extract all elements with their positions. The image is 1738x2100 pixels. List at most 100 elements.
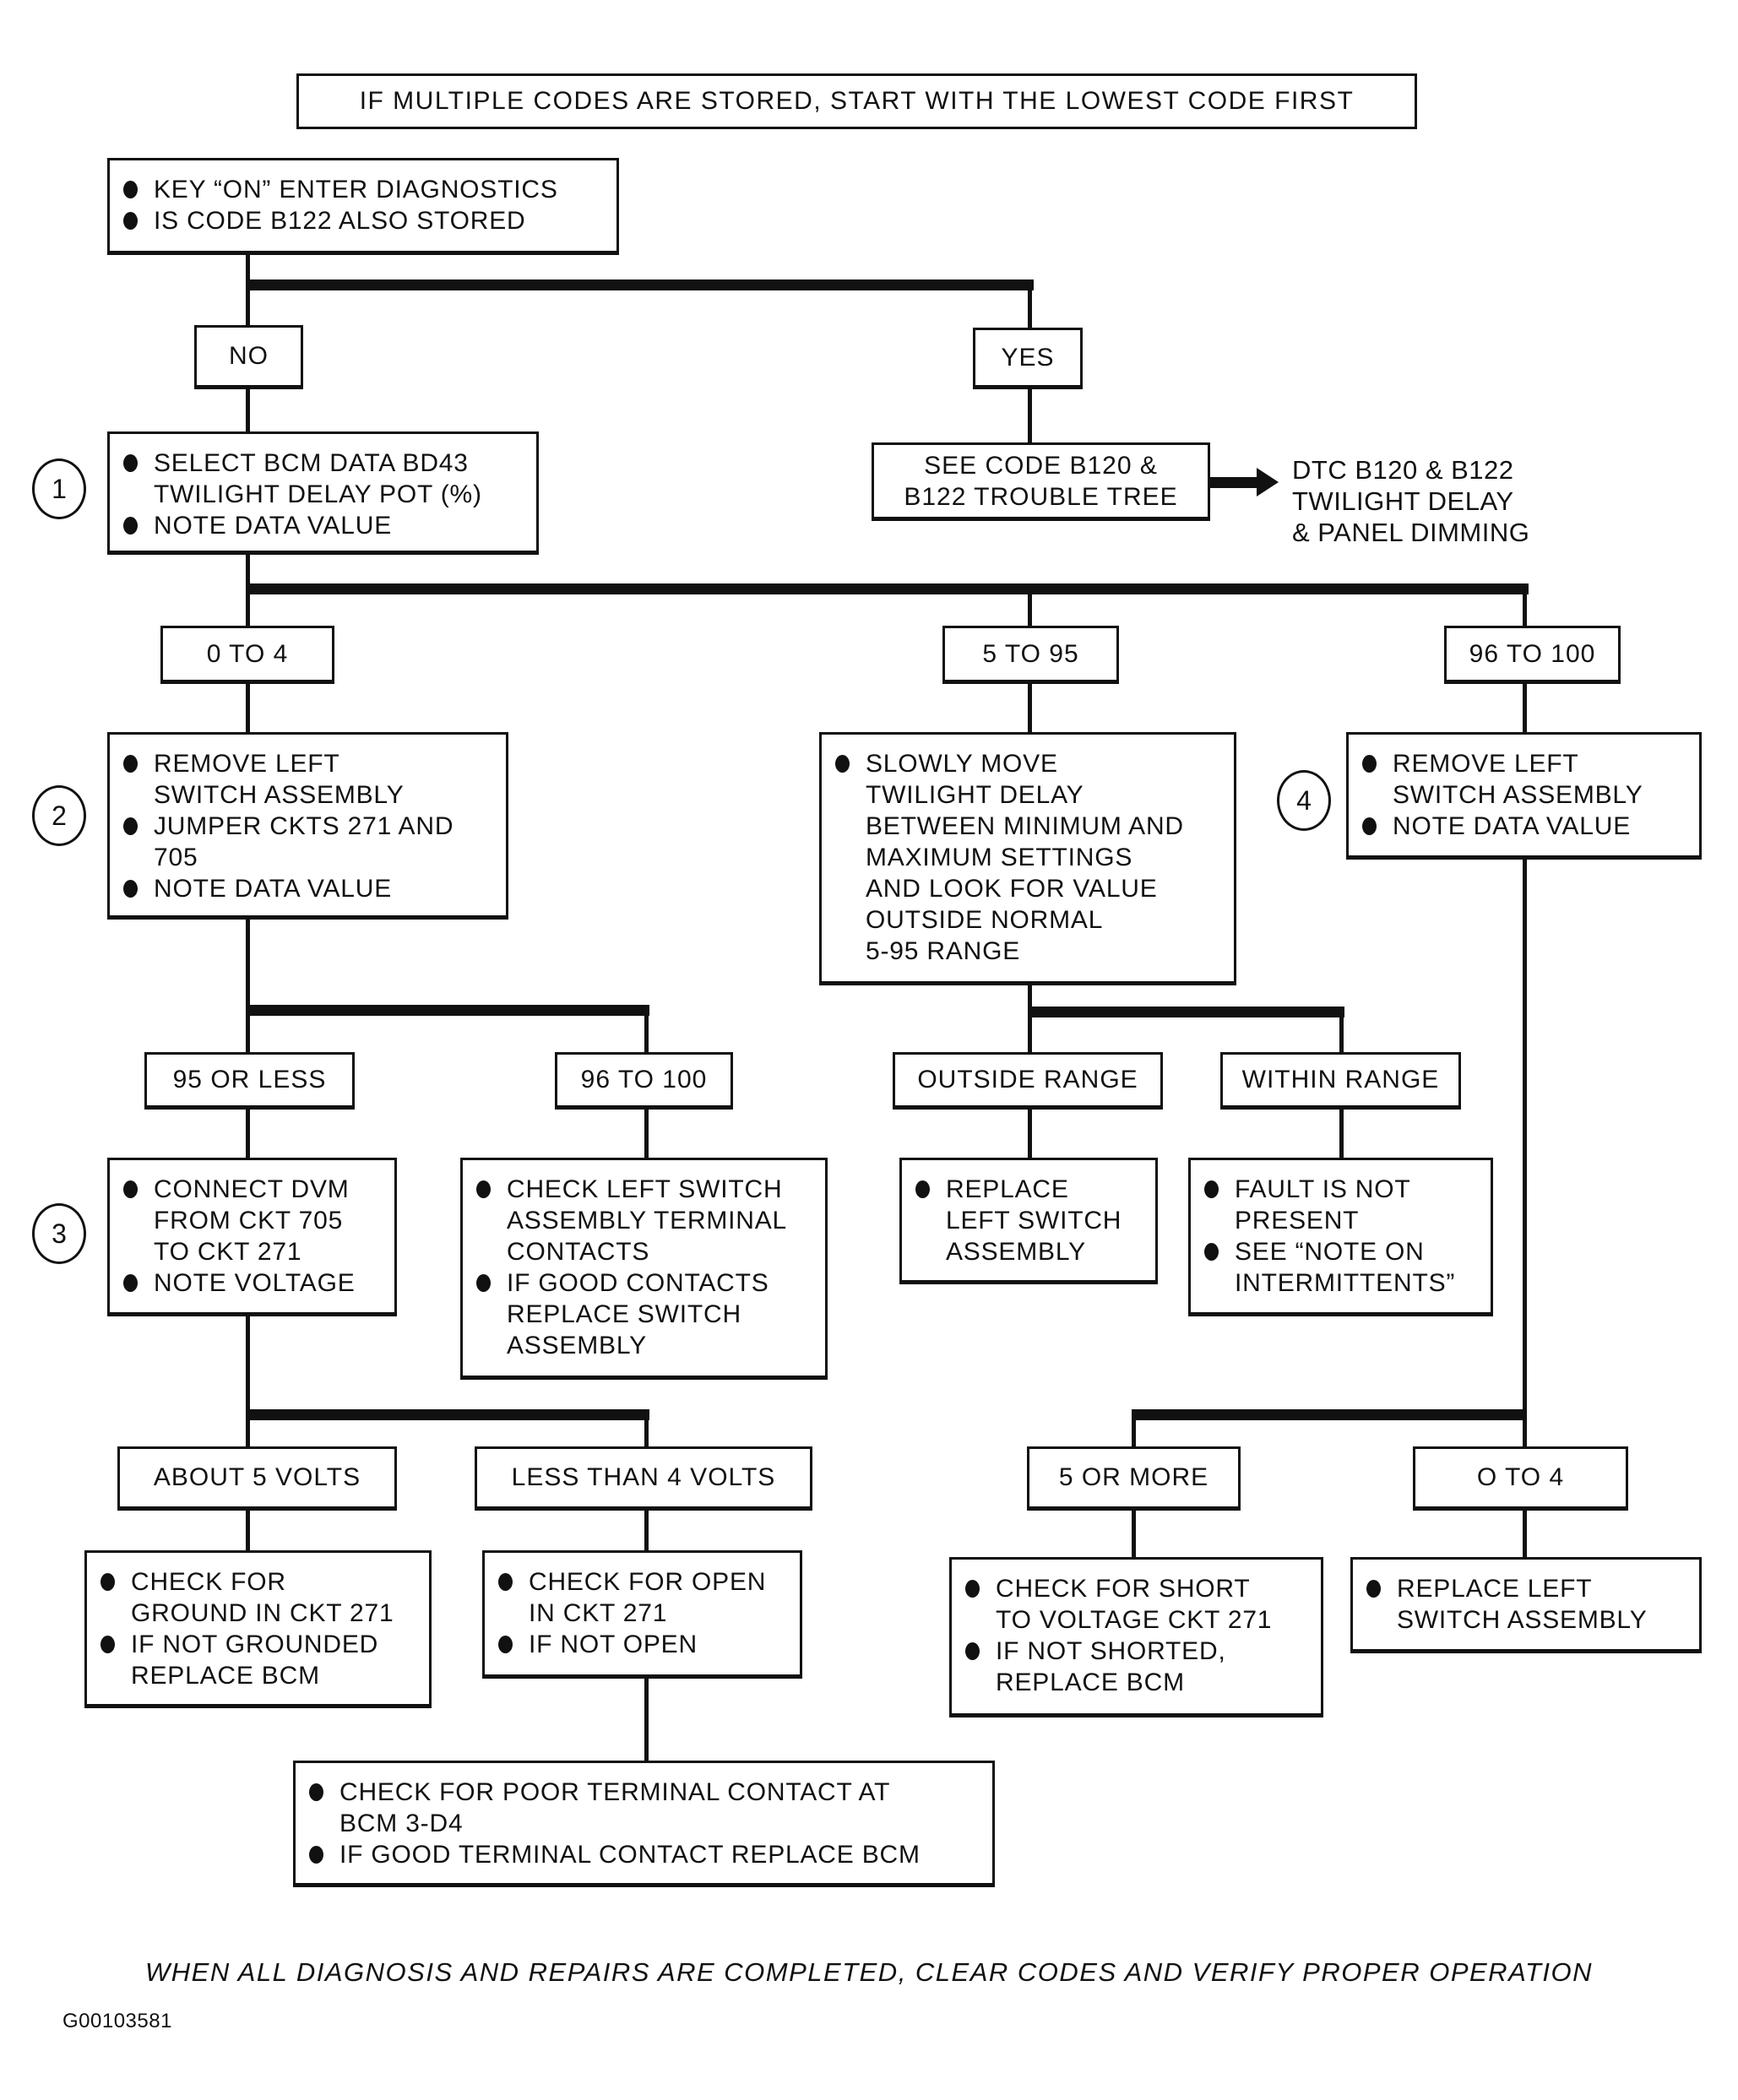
value-5-or-more: 5 OR MORE [1027,1446,1241,1511]
decision-no-label: NO [229,342,269,370]
step-item: IF NOT SHORTED, REPLACE BCM [964,1636,1311,1698]
bullet-icon [1204,1243,1219,1261]
bullet-icon [123,817,138,835]
value-0-to-4: O TO 4 [1413,1446,1628,1511]
result-95-or-less: 95 OR LESS [144,1052,355,1110]
bullet-icon [498,1636,513,1653]
bullet-icon [100,1573,115,1591]
range-label: 96 TO 100 [1469,639,1596,668]
bullet-icon [123,1180,138,1198]
result-label: 95 OR LESS [172,1066,327,1093]
header-note: IF MULTIPLE CODES ARE STORED, START WITH… [296,73,1417,129]
replace-left-switch-box: REPLACE LEFT SWITCH ASSEMBLY [899,1158,1158,1284]
connector [246,583,1529,594]
see-code-box: SEE CODE B120 & B122 TROUBLE TREE [872,442,1210,521]
header-text: IF MULTIPLE CODES ARE STORED, START WITH… [359,87,1355,115]
range-5-95: 5 TO 95 [942,626,1119,684]
figure-code: G00103581 [62,2010,172,2032]
decision-no: NO [194,325,303,389]
step-text: IF GOOD CONTACTS REPLACE SWITCH ASSEMBLY [507,1269,769,1359]
arrow-right-icon [1257,468,1279,497]
see-code-text: SEE CODE B120 & B122 TROUBLE TREE [904,451,1178,511]
step-number-text: 4 [1296,784,1312,816]
result-label: OUTSIDE RANGE [917,1066,1138,1093]
step-item: CHECK FOR GROUND IN CKT 271 [99,1566,419,1629]
bullet-icon [1362,755,1377,773]
range-96-100: 96 TO 100 [1444,626,1621,684]
step-text: CHECK FOR OPEN IN CKT 271 [529,1568,767,1627]
step-item: SLOWLY MOVE TWILIGHT DELAY BETWEEN MINIM… [834,748,1224,967]
step-text: CHECK FOR POOR TERMINAL CONTACT AT BCM 3… [339,1778,891,1837]
step-text: IF NOT GROUNDED REPLACE BCM [131,1631,379,1690]
bullet-icon [309,1783,323,1801]
step2-box: REMOVE LEFT SWITCH ASSEMBLY JUMPER CKTS … [107,732,508,920]
step-text: CONNECT DVM FROM CKT 705 TO CKT 271 [154,1175,350,1266]
step-number-text: 1 [52,473,67,504]
result-label: 96 TO 100 [580,1066,708,1093]
result-96-100: 96 TO 100 [555,1052,733,1110]
step-text: NOTE DATA VALUE [154,512,393,540]
range-label: 5 TO 95 [982,639,1079,668]
step-item: REMOVE LEFT SWITCH ASSEMBLY [122,748,496,811]
voltage-label: LESS THAN 4 VOLTS [511,1463,776,1491]
range-label: 0 TO 4 [206,639,289,668]
connector [1028,388,1032,445]
step-item: KEY “ON” ENTER DIAGNOSTICS [122,174,606,205]
poor-terminal-box: CHECK FOR POOR TERMINAL CONTACT AT BCM 3… [293,1761,995,1887]
step-text: IF NOT OPEN [529,1631,698,1658]
step-item: IF GOOD TERMINAL CONTACT REPLACE BCM [307,1839,982,1870]
result-within-range: WITHIN RANGE [1220,1052,1461,1110]
bullet-icon [915,1180,930,1198]
bullet-icon [476,1180,491,1198]
connector [246,1315,250,1449]
bullet-icon [123,212,138,230]
result-outside-range: OUTSIDE RANGE [893,1052,1163,1110]
decision-yes-label: YES [1001,343,1055,372]
voltage-label: ABOUT 5 VOLTS [153,1463,361,1491]
connector [246,918,250,1055]
connector [246,279,1034,290]
connector [246,388,250,434]
step-item: NOTE VOLTAGE [122,1267,384,1299]
connector [246,253,250,329]
connector [246,1509,250,1553]
step-item: CONNECT DVM FROM CKT 705 TO CKT 271 [122,1174,384,1267]
bullet-icon [123,755,138,773]
step-number-4: 4 [1277,770,1331,831]
replace-left-switch-final-box: REPLACE LEFT SWITCH ASSEMBLY [1350,1557,1702,1653]
step-text: JUMPER CKTS 271 AND 705 [154,812,454,871]
check-left-switch-box: CHECK LEFT SWITCH ASSEMBLY TERMINAL CONT… [460,1158,828,1380]
value-label: 5 OR MORE [1058,1463,1209,1491]
step3-box: CONNECT DVM FROM CKT 705 TO CKT 271 NOTE… [107,1158,397,1316]
connector [246,1005,649,1016]
step-text: REMOVE LEFT SWITCH ASSEMBLY [154,750,405,809]
step-item: FAULT IS NOT PRESENT [1203,1174,1480,1236]
connector [644,1005,649,1055]
arrow-shaft [1208,477,1259,488]
step-text: CHECK LEFT SWITCH ASSEMBLY TERMINAL CONT… [507,1175,788,1266]
step-item: IF NOT OPEN [497,1629,790,1660]
step4-box: REMOVE LEFT SWITCH ASSEMBLY NOTE DATA VA… [1346,732,1702,860]
step-item: IS CODE B122 ALSO STORED [122,205,606,236]
step-item: CHECK FOR SHORT TO VOLTAGE CKT 271 [964,1573,1311,1636]
step-text: SELECT BCM DATA BD43 TWILIGHT DELAY POT … [154,449,482,508]
step-text: NOTE DATA VALUE [154,875,393,903]
bullet-icon [100,1636,115,1653]
bullet-icon [835,755,850,773]
step-text: IF NOT SHORTED, REPLACE BCM [996,1637,1226,1696]
connector [1028,1108,1032,1160]
step-item: NOTE DATA VALUE [1361,811,1689,842]
result-label: WITHIN RANGE [1241,1066,1440,1093]
connector [246,682,250,735]
bullet-icon [123,517,138,534]
step-item: IF GOOD CONTACTS REPLACE SWITCH ASSEMBLY [475,1267,815,1361]
step-item: CHECK FOR OPEN IN CKT 271 [497,1566,790,1629]
connector [1132,1409,1527,1420]
fault-not-present-box: FAULT IS NOT PRESENT SEE “NOTE ON INTERM… [1188,1158,1493,1316]
step-item: REPLACE LEFT SWITCH ASSEMBLY [1365,1573,1689,1636]
bullet-icon [1204,1180,1219,1198]
slowly-move-box: SLOWLY MOVE TWILIGHT DELAY BETWEEN MINIM… [819,732,1236,985]
step-item: REPLACE LEFT SWITCH ASSEMBLY [914,1174,1145,1267]
voltage-about-5: ABOUT 5 VOLTS [117,1446,397,1511]
step-item: NOTE DATA VALUE [122,510,526,541]
